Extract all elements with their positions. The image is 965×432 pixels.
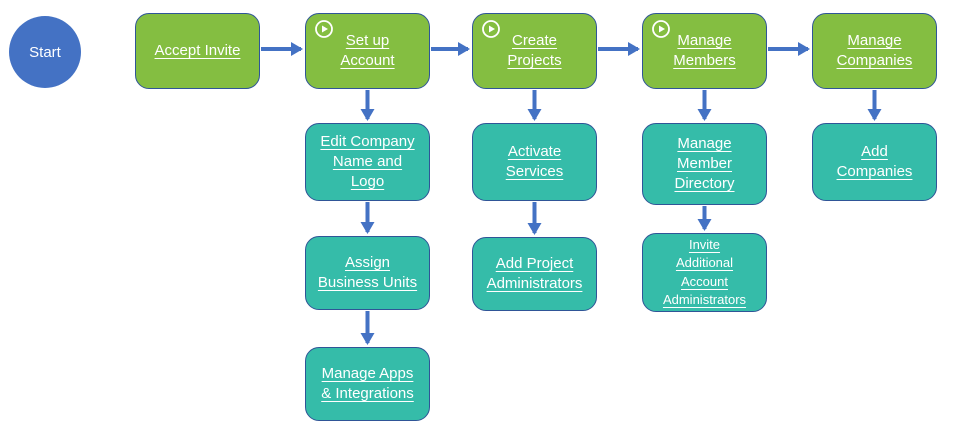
node-label: Create Projects [507,32,562,69]
node-label: Invite Additional Account Administrators [662,236,747,308]
node-label: Manage Companies [836,32,913,69]
play-icon [651,19,671,39]
node-label: Set up Account [340,32,395,69]
node-label: Manage Apps & Integrations [321,365,414,402]
node-set-up-account[interactable]: Set up Account [305,13,430,89]
node-manage-members[interactable]: Manage Members [642,13,767,89]
play-icon [481,19,501,39]
start-node: Start [9,16,81,88]
node-manage-member-directory[interactable]: Manage Member Directory [642,123,767,205]
node-manage-companies[interactable]: Manage Companies [812,13,937,89]
play-icon [314,19,334,39]
node-add-project-administrators[interactable]: Add Project Administrators [472,237,597,311]
node-accept-invite[interactable]: Accept Invite [135,13,260,89]
node-label: Manage Member Directory [674,135,735,192]
node-assign-business-units[interactable]: Assign Business Units [305,236,430,310]
node-label: Edit Company Name and Logo [320,133,415,190]
node-label: Accept Invite [154,42,241,59]
node-label: Assign Business Units [317,254,418,291]
node-activate-services[interactable]: Activate Services [472,123,597,201]
node-manage-apps-integrations[interactable]: Manage Apps & Integrations [305,347,430,421]
node-edit-company-name-and-logo[interactable]: Edit Company Name and Logo [305,123,430,201]
node-invite-additional-account-administrators[interactable]: Invite Additional Account Administrators [642,233,767,312]
node-add-companies[interactable]: Add Companies [812,123,937,201]
node-label: Activate Services [505,143,564,180]
node-create-projects[interactable]: Create Projects [472,13,597,89]
start-label: Start [29,43,61,61]
node-label: Manage Members [673,32,736,69]
node-label: Add Project Administrators [486,255,583,292]
node-label: Add Companies [836,143,913,180]
